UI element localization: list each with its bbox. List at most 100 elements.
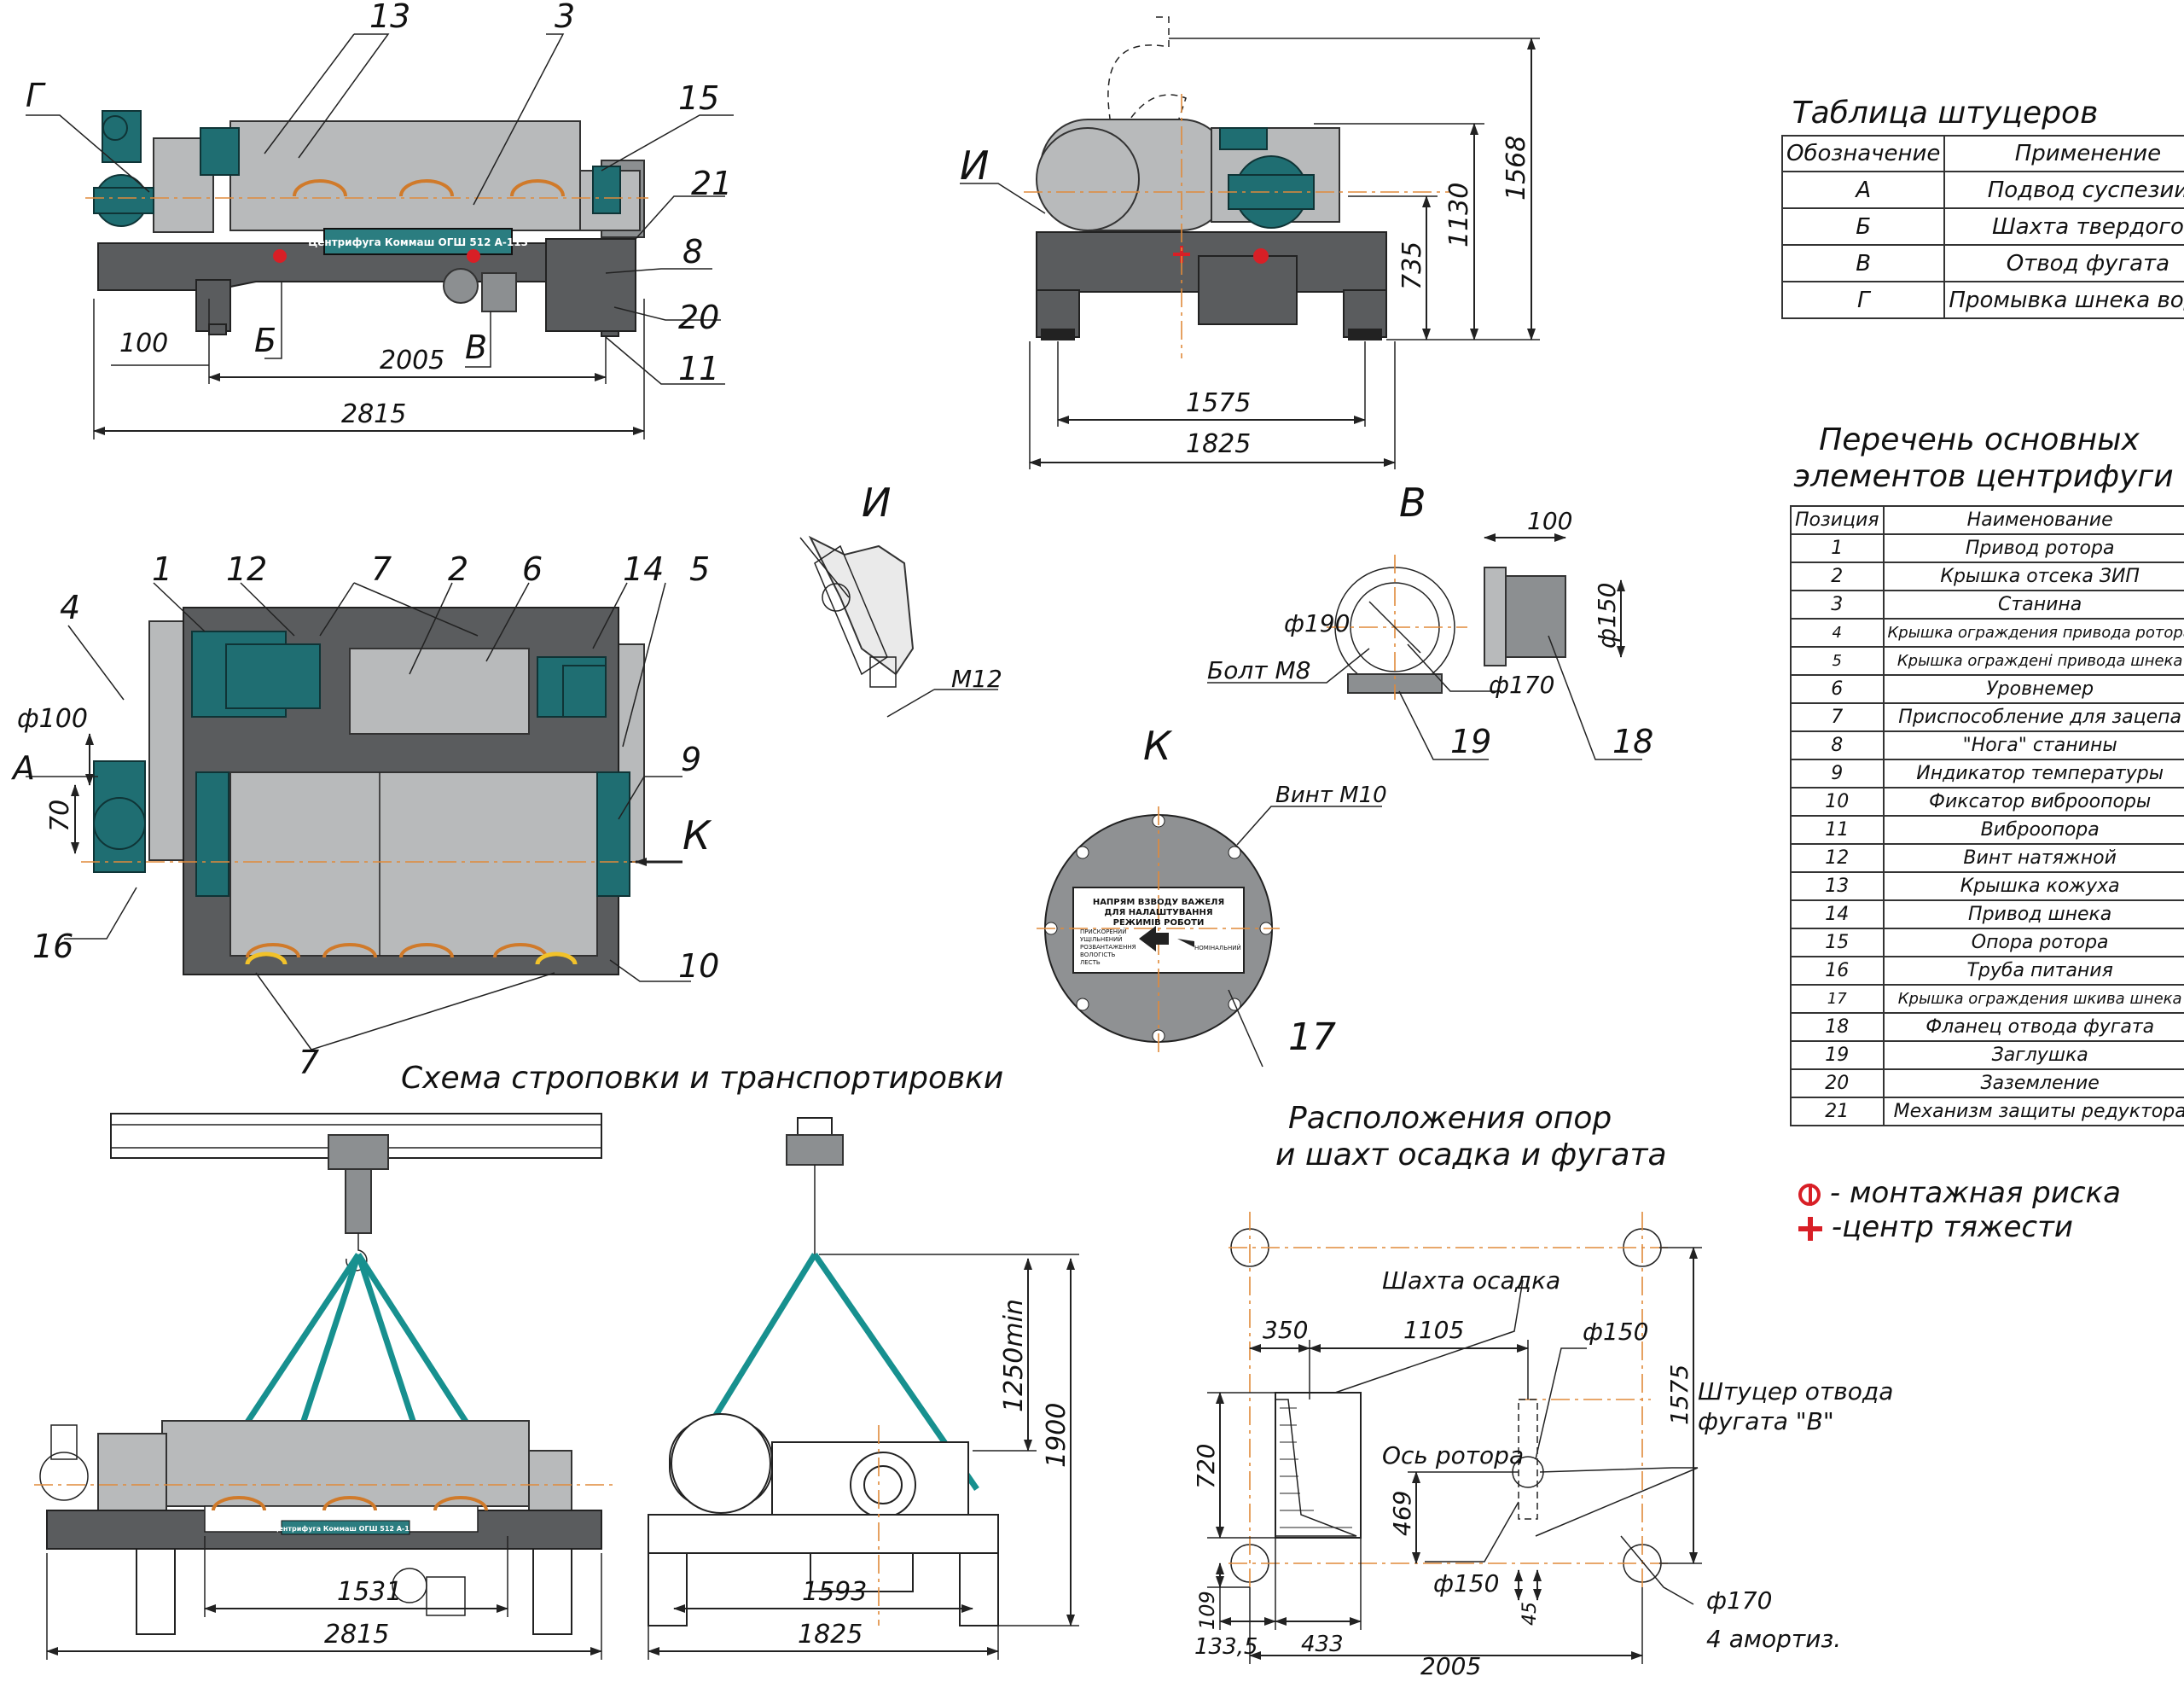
plan-view — [26, 582, 691, 1050]
callout-15: 15 — [678, 79, 719, 117]
callout-g: Г — [26, 77, 46, 114]
legend-mark: - монтажная риска — [1798, 1176, 2121, 1210]
fittings-use: Отвод фугата — [1943, 244, 2184, 282]
dim-433: 433 — [1301, 1632, 1344, 1657]
detail-k-title: К — [1143, 723, 1173, 769]
elements-position: 14 — [1790, 899, 1885, 929]
fittings-code: В — [1780, 244, 1946, 282]
elements-position: 16 — [1790, 956, 1885, 986]
dim-45: 45 — [1519, 1602, 1541, 1626]
elements-name: "Нога" станины — [1882, 730, 2184, 760]
front-nameplate: Центрифуга Коммаш ОГШ 512 А-113 — [308, 236, 528, 248]
plate-left-5: ЛЕСТЬ — [1080, 959, 1101, 966]
plate-line-3: РЕЖИМІВ РОБОТИ — [1113, 918, 1205, 928]
elements-position: 4 — [1790, 618, 1885, 648]
dim-1531: 1531 — [337, 1577, 402, 1607]
elements-name: Фланец отвода фугата — [1882, 1012, 2184, 1042]
fittings-use: Шахта твердого — [1943, 207, 2184, 246]
dim-1105: 1105 — [1403, 1316, 1464, 1344]
elements-position: 10 — [1790, 787, 1885, 817]
detail-v-dim-f190: ф190 — [1284, 609, 1350, 637]
dim-1250min: 1250min — [999, 1299, 1029, 1412]
plate-left-1: ПРИСКОРЕНИЙ — [1080, 928, 1126, 935]
dim-f170-supports: ф170 — [1706, 1586, 1772, 1615]
dim-1575: 1575 — [1186, 388, 1251, 418]
fittings-use: Промывка шнека водой — [1943, 281, 2184, 319]
front-view-labels: Г 13 3 15 21 8 20 11 Б В 100 2005 2815 — [26, 0, 732, 429]
elements-position: 21 — [1790, 1097, 1885, 1126]
elements-position: 17 — [1790, 984, 1885, 1014]
elements-name: Винт натяжной — [1882, 843, 2184, 873]
plate-line-2: ДЛЯ НАЛАШТУВАННЯ — [1104, 908, 1212, 917]
legend-mark-label: - монтажная риска — [1829, 1176, 2121, 1210]
fittings-code: Г — [1780, 281, 1946, 319]
elements-name: Приспособление для зацепа — [1882, 702, 2184, 732]
elements-position: 2 — [1790, 562, 1885, 591]
dim-f100: ф100 — [17, 704, 88, 734]
lifting-scheme: Схема строповки и транспортировки Центри… — [34, 1061, 1079, 1660]
detail-v: В 100 ф150 ф190 ф170 Болт М8 19 18 — [1207, 480, 1653, 760]
dim-1593: 1593 — [802, 1577, 867, 1607]
elements-name: Крышка огражденi привода шнека — [1882, 646, 2184, 676]
elements-name: Станина — [1882, 590, 2184, 620]
supports-title-2: и шахт осадка и фугата — [1275, 1138, 1667, 1173]
fittings-header-use: Применение — [1943, 135, 2184, 172]
elements-table-title-2: элементов центрифуги — [1793, 459, 2174, 494]
elements-position: 12 — [1790, 843, 1885, 873]
elements-position: 3 — [1790, 590, 1885, 620]
elements-position: 9 — [1790, 759, 1885, 788]
detail-i: И М12 — [799, 480, 1002, 718]
callout-21: 21 — [691, 165, 732, 202]
supports-layout: Расположения опор и шахт осадка и фугата — [1192, 1101, 1893, 1680]
elements-position: 20 — [1790, 1068, 1885, 1098]
dim-735: 735 — [1397, 241, 1427, 290]
callout-17: 17 — [1288, 1015, 1336, 1059]
dim-1568: 1568 — [1502, 136, 1531, 201]
callout-6: 6 — [522, 550, 543, 588]
callout-2: 2 — [448, 550, 468, 588]
side-view-labels: И 1575 1825 735 1130 1568 — [960, 136, 1531, 459]
callout-4: 4 — [60, 589, 80, 626]
callout-13: 13 — [369, 0, 410, 35]
supports-fitting-1: Штуцер отвода — [1698, 1377, 1893, 1405]
elements-name: Механизм защиты редуктора — [1882, 1097, 2184, 1126]
callout-18: 18 — [1612, 723, 1653, 760]
dim-720: 720 — [1192, 1444, 1220, 1489]
callout-10: 10 — [678, 947, 719, 985]
callout-14: 14 — [623, 550, 664, 588]
dim-70: 70 — [45, 800, 75, 832]
dim-1825-lift: 1825 — [798, 1620, 863, 1650]
elements-name: Крышка кожуха — [1882, 871, 2184, 901]
detail-i-thread: М12 — [951, 665, 1002, 693]
elements-name: Привод ротора — [1882, 533, 2184, 563]
callout-7-top: 7 — [371, 550, 392, 588]
detail-i-title: И — [862, 480, 891, 526]
supports-shaft-label: Шахта осадка — [1382, 1266, 1560, 1295]
plate-line-1: НАПРЯМ ВЗВОДУ ВАЖЕЛЯ — [1093, 898, 1224, 907]
dim-2815: 2815 — [341, 399, 406, 429]
callout-19: 19 — [1450, 723, 1491, 760]
elements-position: 13 — [1790, 871, 1885, 901]
elements-position: 6 — [1790, 674, 1885, 704]
elements-name: Опора ротора — [1882, 928, 2184, 957]
detail-v-title: В — [1399, 480, 1426, 526]
elements-name: Труба питания — [1882, 956, 2184, 986]
lifting-title: Схема строповки и транспортировки — [401, 1061, 1003, 1096]
dim-100: 100 — [119, 329, 168, 358]
elements-position: 15 — [1790, 928, 1885, 957]
callout-7-bottom: 7 — [299, 1044, 319, 1081]
callout-b: Б — [254, 322, 276, 359]
callout-20: 20 — [678, 299, 719, 336]
